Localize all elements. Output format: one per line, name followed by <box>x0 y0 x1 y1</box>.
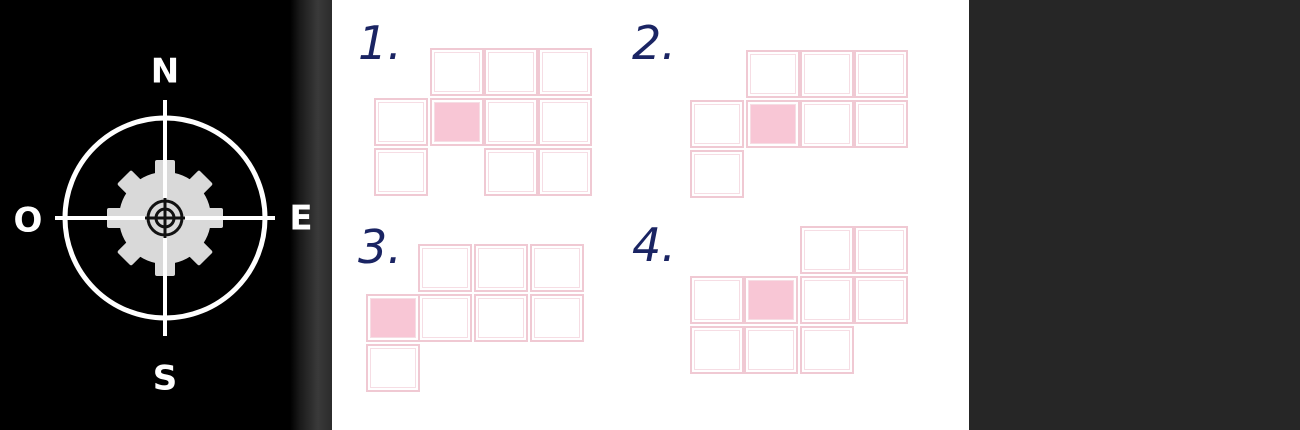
net-cell <box>530 244 584 292</box>
right-margin <box>969 0 1300 430</box>
net-cell <box>690 100 744 148</box>
net-cell <box>744 326 798 374</box>
worksheet: 1. 2. 3. 4. <box>332 0 969 430</box>
net-cell <box>854 276 908 324</box>
net-cell <box>854 226 908 274</box>
compass-west-label: O <box>14 201 43 241</box>
net-cell <box>374 148 428 196</box>
net-cell <box>484 48 538 96</box>
net-cell <box>538 48 592 96</box>
net-cell <box>484 98 538 146</box>
net-cell <box>430 48 484 96</box>
net-cell-highlight <box>744 276 798 324</box>
net-cell <box>854 50 908 98</box>
compass-east-label: E <box>289 199 312 239</box>
net-cell <box>418 244 472 292</box>
compass-north-label: N <box>151 52 179 92</box>
net-cell <box>418 294 472 342</box>
net-cell <box>690 326 744 374</box>
net-cell <box>690 276 744 324</box>
net-cell <box>746 50 800 98</box>
puzzle-number-2: 2. <box>632 16 676 70</box>
compass-icon: N S E O <box>14 52 313 399</box>
net-cell-highlight <box>366 294 420 342</box>
net-cell <box>800 100 854 148</box>
net-cell <box>800 50 854 98</box>
puzzle-number-3: 3. <box>358 220 402 274</box>
net-cell <box>538 98 592 146</box>
net-cell <box>366 344 420 392</box>
puzzle-number-4: 4. <box>632 218 676 272</box>
net-cell-highlight <box>430 98 484 146</box>
net-cell <box>374 98 428 146</box>
net-cell <box>690 150 744 198</box>
net-cell <box>800 276 854 324</box>
net-cell <box>484 148 538 196</box>
net-cell <box>474 244 528 292</box>
compass-panel: N S E O <box>0 0 332 430</box>
net-cell <box>800 226 854 274</box>
puzzle-number-1: 1. <box>358 16 402 70</box>
net-cell-highlight <box>746 100 800 148</box>
net-cell <box>530 294 584 342</box>
net-cell <box>800 326 854 374</box>
compass-south-label: S <box>153 359 178 399</box>
net-cell <box>854 100 908 148</box>
net-cell <box>538 148 592 196</box>
net-cell <box>474 294 528 342</box>
